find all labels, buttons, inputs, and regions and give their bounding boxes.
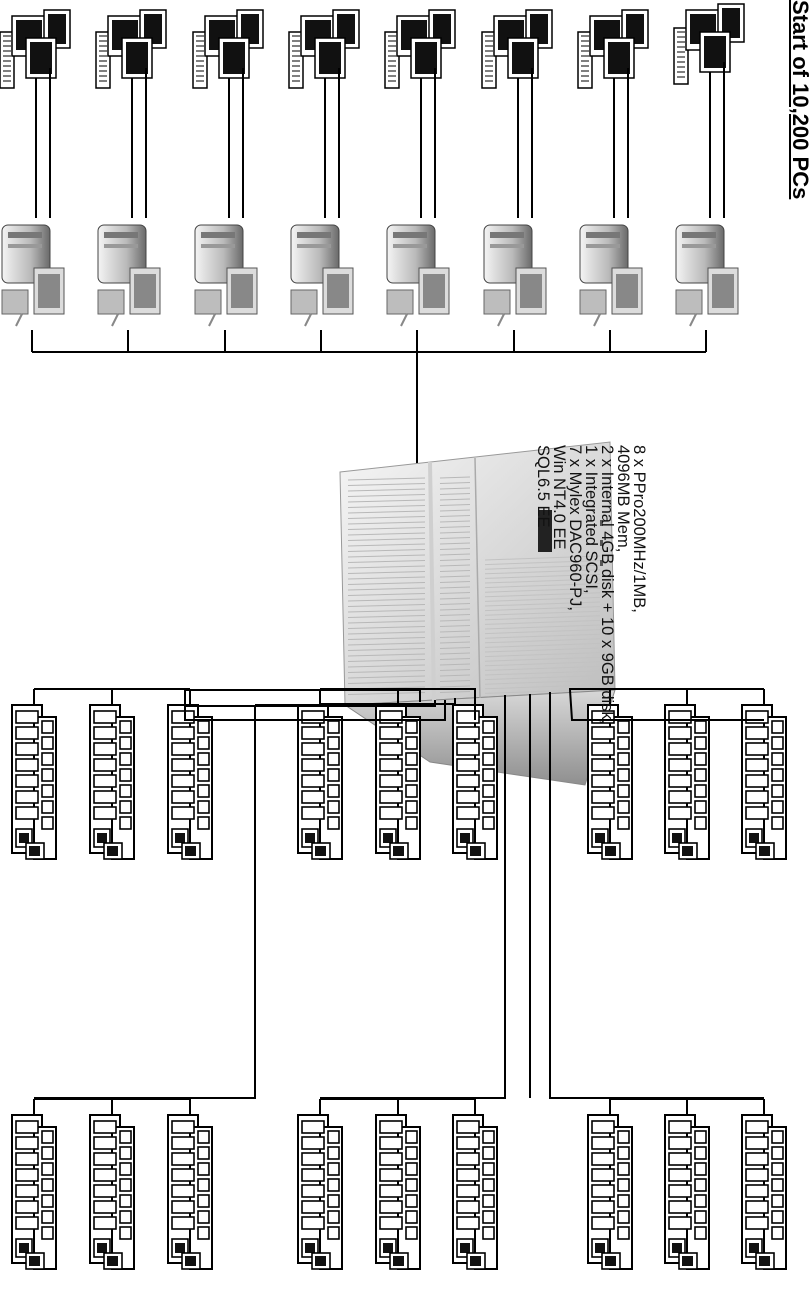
storage-cable: [184, 689, 446, 721]
storage-arrays: [11, 688, 787, 1270]
disk-array: [375, 704, 421, 860]
disk-array: [452, 704, 498, 860]
client-pc: [483, 224, 547, 327]
disk-array: [741, 704, 787, 860]
terminal: [0, 9, 71, 218]
server-spec-list: 8 x PPro200MHz/1MB, 4096MB Mem, 2 x Inte…: [534, 445, 648, 725]
disk-array: [664, 1114, 710, 1270]
terminal: [95, 9, 167, 218]
spec-line: 2 x Internal 4GB disk + 10 x 9GB disk,: [598, 445, 616, 725]
storage-cables: [34, 688, 764, 1099]
terminal: [481, 9, 553, 218]
disk-array: [587, 704, 633, 860]
disk-array: [89, 1114, 135, 1270]
disk-array: [297, 1114, 343, 1270]
disk-array: [741, 1114, 787, 1270]
spec-line: 4096MB Mem,: [614, 445, 632, 553]
disk-array: [664, 704, 710, 860]
disk-array: [587, 1114, 633, 1270]
disk-array-group: [587, 688, 787, 860]
disk-array: [89, 704, 135, 860]
storage-cable: [549, 692, 764, 1099]
spec-line: 1 x Integrated SCSI,: [582, 445, 600, 594]
disk-array: [375, 1114, 421, 1270]
disk-array: [452, 1114, 498, 1270]
terminal: [577, 9, 649, 218]
terminal: [673, 3, 745, 218]
diagram-title: Start of 10,200 PCs: [788, 0, 810, 200]
terminal: [288, 9, 360, 218]
client-pc: [675, 224, 739, 327]
disk-array-group: [587, 1098, 787, 1270]
client-pc: [194, 224, 258, 327]
spec-line: 8 x PPro200MHz/1MB,: [630, 445, 648, 613]
disk-array-group: [297, 1098, 498, 1270]
client-pc: [1, 224, 65, 327]
disk-array-group: [11, 688, 213, 860]
storage-cable: [34, 705, 256, 1099]
disk-array-group: [11, 1098, 213, 1270]
spec-line: 7 x Mylex DAC960-PJ,: [566, 445, 584, 611]
terminal: [384, 9, 456, 218]
disk-array: [11, 704, 57, 860]
terminal: [192, 9, 264, 218]
client-pc: [579, 224, 643, 327]
storage-cable: [185, 689, 421, 702]
disk-array: [167, 704, 213, 860]
client-pc: [386, 224, 450, 327]
client-pc: [97, 224, 161, 327]
spec-line: SQL6.5 EE: [534, 445, 552, 528]
server-display: [538, 510, 552, 552]
disk-array: [167, 1114, 213, 1270]
spec-line: Win NT4.0 EE: [550, 445, 568, 550]
disk-array: [11, 1114, 57, 1270]
storage-cable: [569, 689, 764, 721]
disk-array-group: [297, 688, 498, 860]
storage-cable: [320, 695, 506, 1099]
client-pc: [290, 224, 354, 327]
client-bus: [31, 330, 707, 475]
disk-array: [297, 704, 343, 860]
